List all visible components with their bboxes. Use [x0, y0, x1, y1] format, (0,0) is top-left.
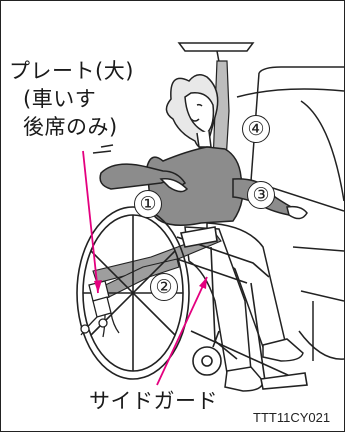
callout-1: ①	[134, 190, 162, 218]
wheelchair	[76, 144, 308, 390]
callout-3: ③	[247, 181, 275, 209]
headrest-anchor	[177, 42, 255, 74]
plate-label-line1: プレート(大)	[9, 59, 134, 83]
callout-2: ②	[150, 273, 178, 301]
floor-anchor-buckles	[80, 280, 120, 338]
plate-label-line2: (車いす	[23, 87, 97, 111]
pointer-lines	[82, 150, 208, 386]
figure-code: TTT11CY021	[253, 410, 331, 425]
plate-label-line3: 後席のみ)	[23, 115, 118, 139]
pointer-arrowheads	[94, 277, 207, 293]
callout-4: ④	[242, 115, 270, 143]
side-guard-label: サイドガード	[89, 389, 218, 413]
